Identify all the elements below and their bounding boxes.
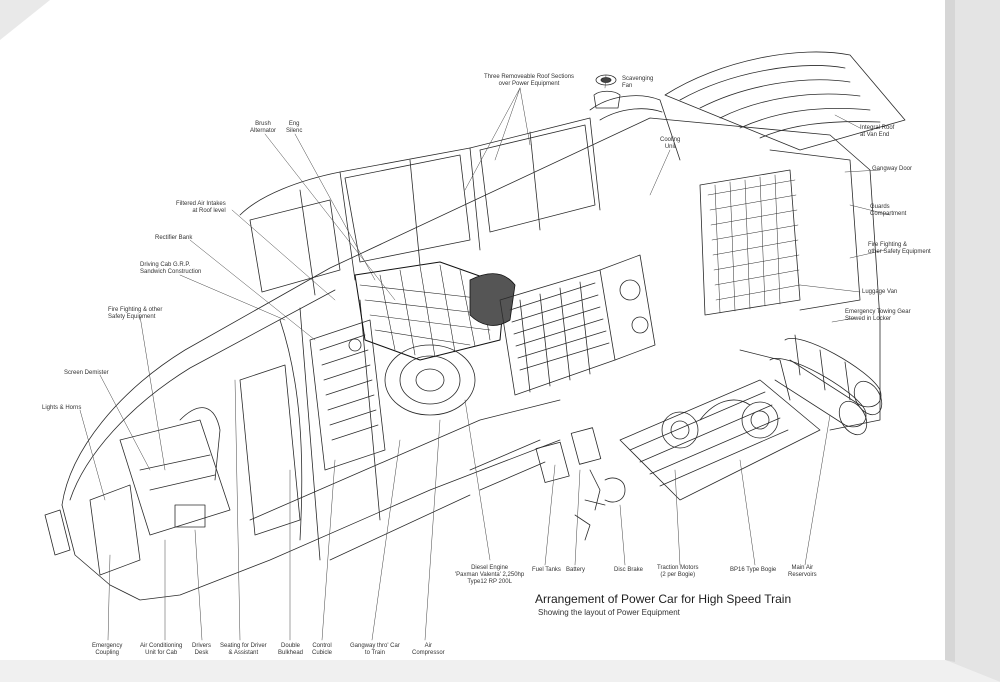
label-lights-horns: Lights & Horns: [42, 405, 82, 411]
roof-sections: [239, 95, 681, 296]
label-main-air: Main Air Reservoirs: [788, 565, 817, 578]
label-cooling-unit: Cooling Unit: [660, 137, 681, 150]
integral-roof: [664, 51, 906, 151]
label-eng-silenc: Eng Silenc: [286, 121, 303, 134]
scavenging-fan: [593, 74, 621, 109]
label-diesel-engine: Diesel Engine 'Paxman Valenta' 2,250hp T…: [455, 565, 525, 585]
label-air-compressor: Air Compressor: [412, 643, 445, 656]
label-brush-alternator: Brush Alternator: [250, 121, 277, 134]
diagram-title: Arrangement of Power Car for High Speed …: [535, 592, 792, 606]
label-fuel-tanks: Fuel Tanks: [532, 567, 561, 573]
main-air-reservoirs: [769, 334, 883, 436]
luggage-van-grille: [699, 149, 861, 316]
label-filtered-air: Filtered Air Intakes at Roof level: [176, 201, 226, 214]
label-gangway-door: Gangway Door: [872, 166, 913, 172]
leader-lines: [79, 74, 891, 641]
label-screen-demister: Screen Demister: [64, 370, 109, 376]
brush-alternator: [354, 261, 516, 361]
label-double-bulkhead: Double Bulkhead: [278, 643, 304, 656]
label-fire-fighting-left: Fire Fighting & other Safety Equipment: [108, 307, 163, 320]
diagram-subtitle: Showing the layout of Power Equipment: [538, 608, 680, 617]
label-fire-fighting-right: Fire Fighting & other Safety Equipment: [868, 242, 931, 255]
label-scavenging-fan: Scavenging Fan: [622, 76, 654, 89]
label-luggage-van: Luggage Van: [862, 289, 898, 295]
driving-cab: [44, 364, 301, 576]
label-guards-compartment: Guards Compartment: [870, 204, 907, 217]
label-rectifier-bank: Rectifier Bank: [155, 235, 193, 241]
label-roof-sections: Three Removeable Roof Sections over Powe…: [484, 74, 575, 87]
label-control-cubicle: Control Cubicle: [312, 643, 333, 656]
label-air-conditioning: Air Conditioning Unit for Cab: [140, 643, 183, 656]
label-bp16-bogie: BP16 Type Bogie: [730, 567, 777, 573]
control-cubicle: [309, 319, 386, 471]
label-driving-cab: Driving Cab G.R.P. Sandwich Construction: [140, 262, 202, 275]
label-seating: Seating for Driver & Assistant: [220, 643, 267, 656]
label-emergency-towing: Emergency Towing Gear Stowed in Locker: [845, 309, 911, 322]
label-emergency-coupling: Emergency Coupling: [92, 643, 123, 656]
label-battery: Battery: [566, 567, 586, 573]
label-disc-brake: Disc Brake: [614, 567, 644, 573]
label-integral-roof: Integral Roof at Van End: [860, 125, 895, 138]
label-drivers-desk: Drivers Desk: [192, 643, 211, 656]
underframe-equipment: [469, 427, 626, 541]
bp16-bogie: [619, 349, 821, 501]
diesel-engine: [384, 254, 656, 416]
car-body-outline: [61, 117, 881, 601]
label-gangway-thro: Gangway thro' Car to Train: [350, 643, 400, 656]
label-traction-motors: Traction Motors (2 per Bogie): [657, 565, 699, 578]
